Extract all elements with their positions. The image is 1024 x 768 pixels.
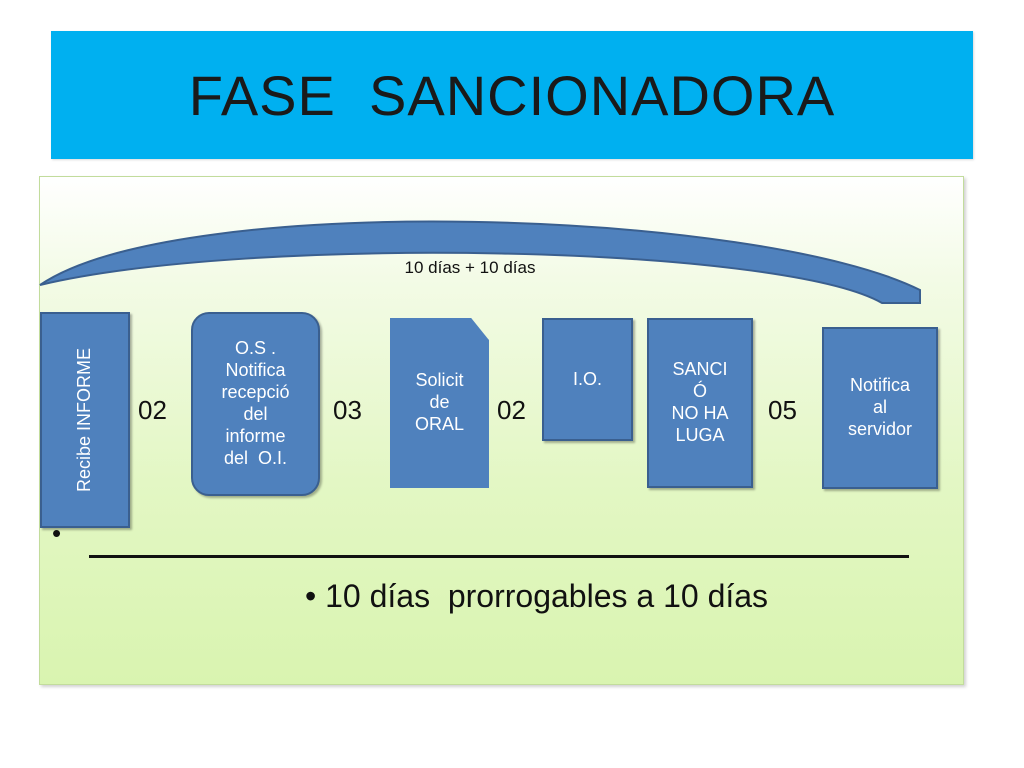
solicitud-oral-label: Solicit de ORAL	[414, 370, 465, 434]
arc-shape	[39, 220, 921, 304]
sancion-label: SANCI Ó NO HA LUGA	[671, 359, 729, 445]
io-label: I.O.	[572, 368, 602, 389]
sancion-box: SANCI Ó NO HA LUGA	[647, 318, 753, 488]
title-bar: FASE SANCIONADORA	[51, 31, 973, 159]
step-days-4: 05	[768, 395, 797, 425]
underline-bar	[89, 555, 909, 558]
io-box: I.O.	[542, 318, 633, 441]
page-title: FASE SANCIONADORA	[188, 63, 836, 127]
bullet-prorrogables: • 10 días prorrogables a 10 días	[305, 578, 769, 614]
step-days-1: 02	[138, 395, 167, 425]
recibe-informe-box: Recibe INFORME	[40, 312, 130, 528]
notifica-recepcion-box: O.S . Notifica recepció del informe del …	[191, 312, 320, 496]
notifica-servidor-label: Notifica al servidor	[847, 375, 913, 439]
recibe-informe-label: Recibe INFORME	[74, 347, 95, 493]
bullet-marker: •	[52, 518, 62, 548]
solicitud-oral-box: Solicit de ORAL	[390, 318, 489, 488]
notifica-servidor-box: Notifica al servidor	[822, 327, 938, 489]
step-days-2: 03	[333, 395, 362, 425]
notifica-recepcion-label: O.S . Notifica recepció del informe del …	[221, 338, 290, 468]
step-days-3: 02	[497, 395, 526, 425]
arc-label: 10 días + 10 días	[404, 258, 536, 277]
